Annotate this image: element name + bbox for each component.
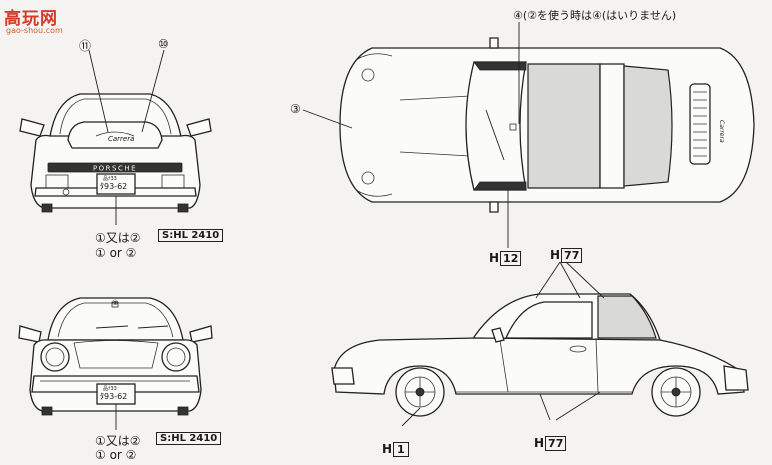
- callout-leader-11: [88, 49, 109, 133]
- watermark-url: gao-shou.com: [6, 26, 63, 35]
- windshield-code-num: 12: [500, 251, 522, 266]
- callout-leader-10: [141, 49, 165, 133]
- front-plate-number: ﾀ93-62: [100, 392, 128, 401]
- svg-text:PORSCHE: PORSCHE: [93, 165, 137, 173]
- front-label-ja: ①又は②: [95, 434, 141, 448]
- callout-11: ⑪: [79, 39, 92, 53]
- callout-leader-3: [302, 109, 353, 129]
- front-plate-top: 品ﾅ33: [103, 386, 117, 392]
- front-part-code: S:HL 2410: [156, 432, 222, 445]
- wheel-leader: [401, 407, 421, 427]
- watermark-title: 高玩网: [4, 9, 58, 29]
- sill-code-h: H: [534, 436, 545, 450]
- roof-leaders: [535, 261, 605, 299]
- front-view-drawing: [18, 297, 213, 416]
- top-view-drawing: Carrera: [339, 37, 755, 213]
- svg-text:Carrera: Carrera: [108, 135, 134, 143]
- rear-plate-number: ﾀ93-62: [100, 182, 128, 191]
- wheel-code-num: 1: [393, 442, 409, 457]
- front-label-en: ① or ②: [95, 448, 137, 462]
- roof-code-num: 77: [561, 248, 583, 263]
- svg-text:Carrera: Carrera: [718, 120, 725, 143]
- wheel-code-h: H: [382, 442, 393, 456]
- front-hood-mark: ③: [112, 299, 119, 307]
- rear-plate-top: 品ﾅ33: [103, 176, 117, 182]
- rear-label-en: ① or ②: [95, 246, 137, 260]
- callout-4-note: ④(②を使う時は④(はいりません): [513, 9, 677, 22]
- rear-part-code: S:HL 2410: [158, 229, 224, 242]
- roof-code-h: H: [550, 248, 561, 262]
- sill-code-num: 77: [545, 436, 567, 451]
- sill-leaders: [539, 391, 601, 421]
- watermark: 高玩网 gao-shou.com: [4, 4, 94, 40]
- callout-3: ③: [290, 102, 301, 116]
- rear-view-drawing: Carrera PORSCHE: [19, 93, 212, 213]
- rear-label-ja: ①又は②: [95, 231, 141, 245]
- side-view-drawing: [331, 293, 749, 417]
- windshield-code-h: H: [489, 251, 500, 265]
- callout-10: ⑩: [158, 37, 169, 51]
